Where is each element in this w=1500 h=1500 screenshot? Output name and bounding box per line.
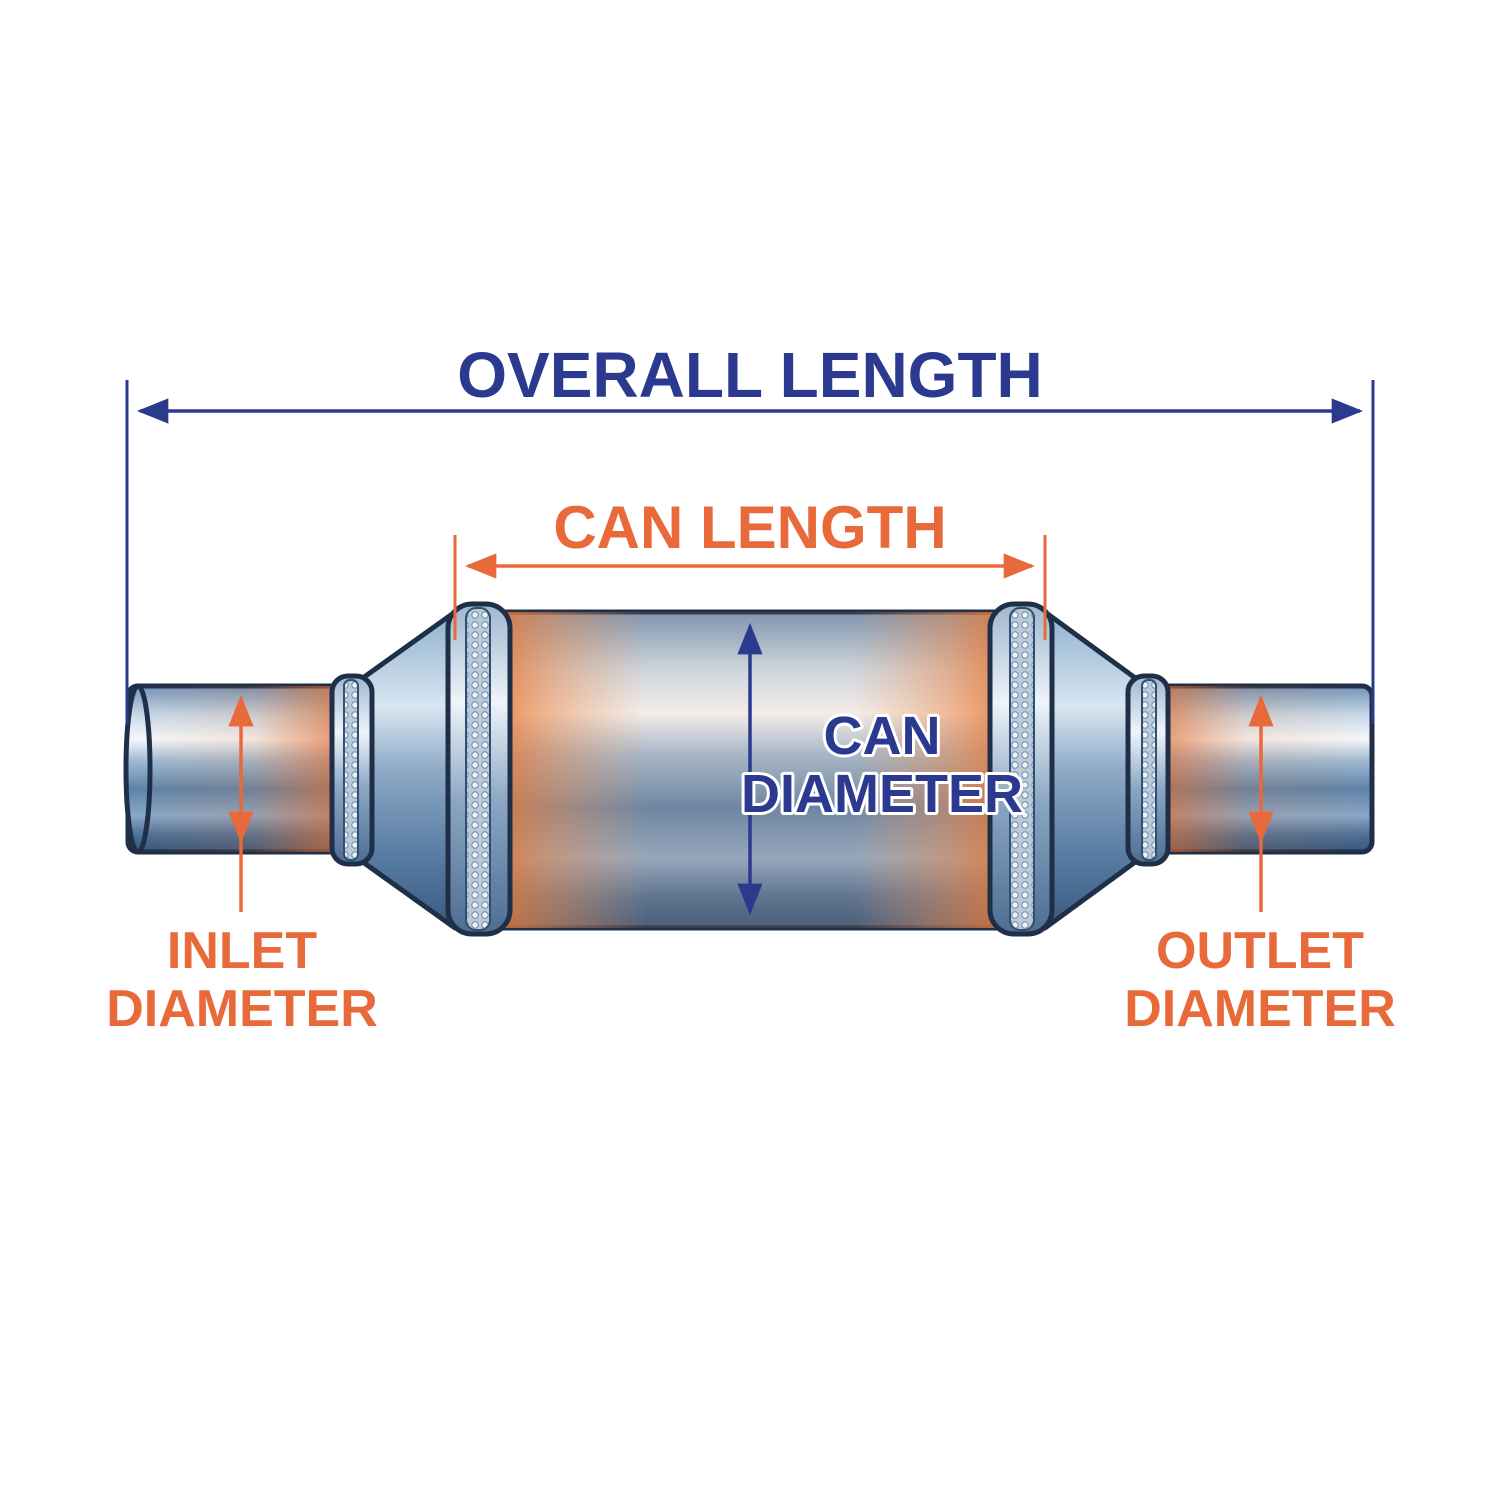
outlet-diameter-label-line2: DIAMETER — [1124, 980, 1396, 1038]
can-diameter-label-line1: CAN — [824, 706, 941, 766]
outlet-cone — [1042, 609, 1141, 931]
outlet-collar — [1125, 673, 1171, 867]
overall-length-dimension — [125, 380, 1375, 724]
inlet-weld-ring — [445, 601, 513, 937]
overall-length-label: OVERALL LENGTH — [457, 339, 1043, 411]
inlet-diameter-label-line2: DIAMETER — [106, 980, 378, 1038]
can-length-label: CAN LENGTH — [553, 494, 946, 561]
outlet-weld-ring — [987, 601, 1055, 937]
can-length-dimension — [453, 535, 1047, 640]
catalytic-converter-illustration — [123, 601, 1375, 937]
outlet-pipe — [1137, 683, 1375, 855]
inlet-collar — [329, 673, 375, 867]
inlet-diameter-label: INLET DIAMETER — [103, 919, 381, 1041]
can-diameter-label: CAN DIAMETER — [738, 703, 1026, 827]
can-diameter-label-line2: DIAMETER — [741, 764, 1023, 824]
outlet-diameter-label: OUTLET DIAMETER — [1121, 919, 1399, 1041]
inlet-diameter-label-line1: INLET — [167, 922, 317, 980]
outlet-diameter-label-line1: OUTLET — [1156, 922, 1364, 980]
